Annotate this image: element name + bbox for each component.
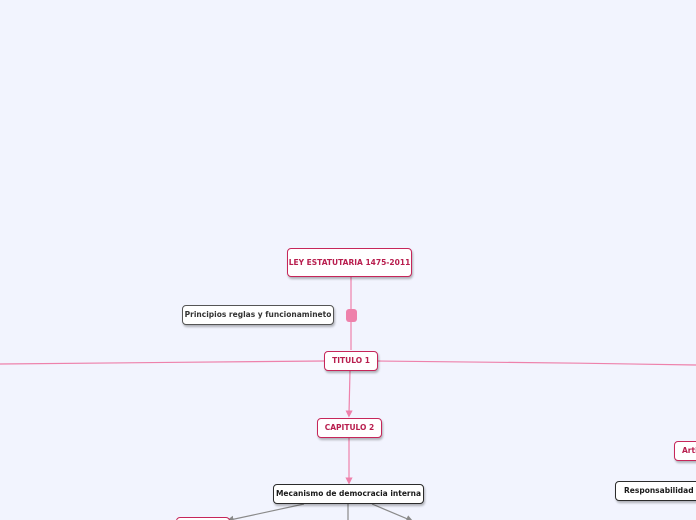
link-titulo-to-capitulo bbox=[345, 370, 353, 418]
mecanismo-label: Mecanismo de democracia interna bbox=[275, 489, 422, 499]
mecanismo-node[interactable]: Mecanismo de democracia interna bbox=[273, 484, 424, 504]
link-titulo-left bbox=[0, 360, 325, 365]
right-partial-pink-label: Arti bbox=[682, 446, 696, 456]
root-topic-label: LEY ESTATUTARIA 1475-2011 bbox=[288, 257, 411, 267]
titulo-label: TITULO 1 bbox=[332, 356, 370, 366]
right-partial-dark-label: Responsabilidad s bbox=[624, 486, 696, 496]
side-note-node[interactable]: Principios reglas y funcionamineto bbox=[182, 305, 334, 325]
collapse-handle[interactable] bbox=[346, 309, 357, 322]
link-titulo-right bbox=[376, 360, 696, 366]
capitulo-label: CAPITULO 2 bbox=[324, 423, 375, 433]
root-topic-node[interactable]: LEY ESTATUTARIA 1475-2011 bbox=[287, 248, 412, 277]
right-partial-pink-node[interactable]: Arti bbox=[674, 441, 696, 461]
link-mecanismo-right bbox=[371, 503, 414, 520]
capitulo-node[interactable]: CAPITULO 2 bbox=[317, 418, 382, 438]
bottom-left-partial-node[interactable] bbox=[176, 517, 230, 520]
titulo-node[interactable]: TITULO 1 bbox=[324, 351, 378, 371]
link-mecanismo-left bbox=[226, 503, 305, 520]
side-note-label: Principios reglas y funcionamineto bbox=[184, 310, 332, 320]
right-partial-dark-node[interactable]: Responsabilidad s bbox=[615, 481, 696, 501]
